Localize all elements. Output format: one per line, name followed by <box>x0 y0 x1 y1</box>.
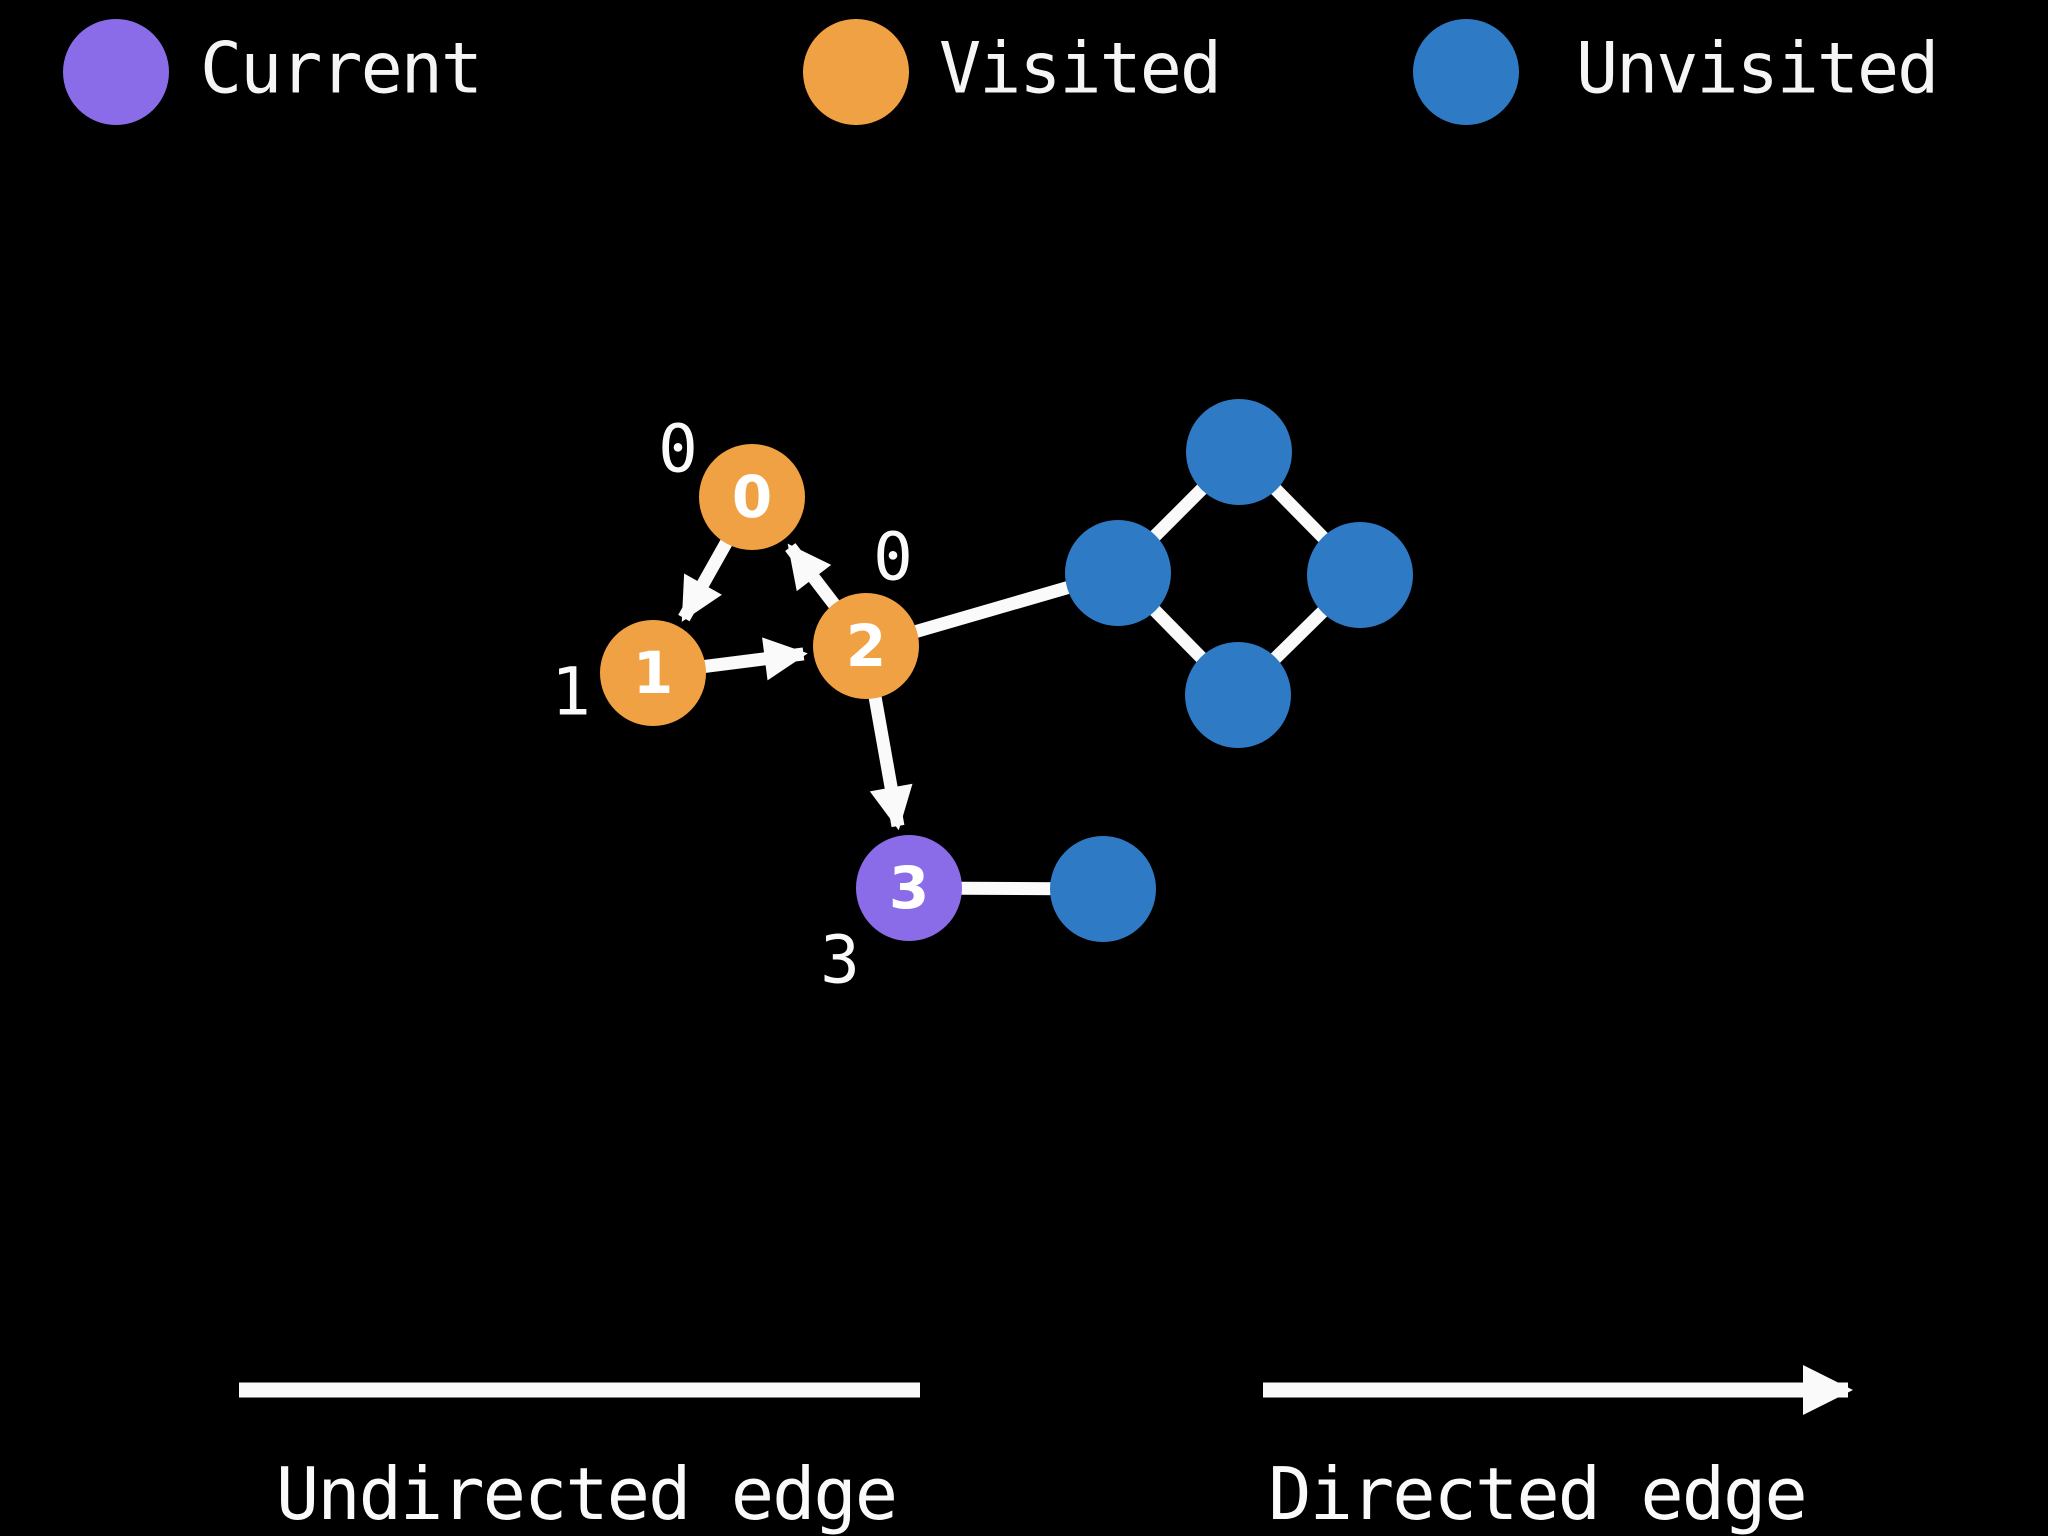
legend-label-current: Current <box>200 27 483 110</box>
node-3-order-label: 3 <box>820 922 860 999</box>
node-u5-unvisited <box>1050 836 1156 942</box>
legend-label-visited: Visited <box>939 27 1222 110</box>
undirected-edge-key-label: Undirected edge <box>275 1452 898 1536</box>
node-0-digit: 0 <box>732 463 772 531</box>
visited-node-swatch <box>803 19 909 125</box>
directed-edge-key-label: Directed edge <box>1268 1452 1808 1536</box>
node-3-digit: 3 <box>889 854 929 922</box>
node-1-digit: 1 <box>633 639 673 707</box>
node-3-current <box>856 835 962 941</box>
node-u1-unvisited <box>1065 520 1171 626</box>
node-1-visited <box>600 620 706 726</box>
node-0-visited <box>699 444 805 550</box>
node-0-order-label: 0 <box>658 411 698 488</box>
unvisited-node-swatch <box>1413 19 1519 125</box>
nodes-layer <box>600 399 1413 942</box>
node-2-order-label: 0 <box>873 519 913 596</box>
node-u4-unvisited <box>1185 642 1291 748</box>
current-node-swatch <box>63 19 169 125</box>
node-u3-unvisited <box>1307 522 1413 628</box>
node-2-visited <box>813 593 919 699</box>
node-u2-unvisited <box>1186 399 1292 505</box>
node-2-digit: 2 <box>846 612 886 680</box>
legend-label-unvisited: Unvisited <box>1576 27 1939 110</box>
node-1-order-label: 1 <box>551 654 591 731</box>
